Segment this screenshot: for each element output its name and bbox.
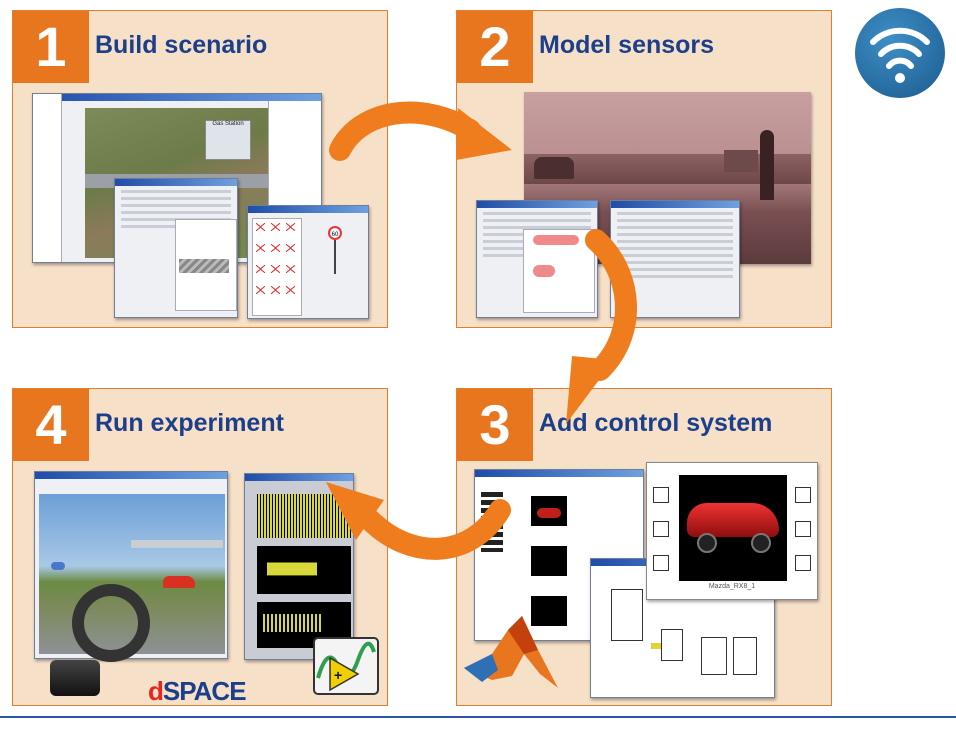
labview-icon: + bbox=[313, 637, 379, 695]
arrow-2-to-3 bbox=[585, 229, 637, 381]
traffic-sign-dialog: 60 bbox=[247, 205, 369, 319]
step-3-number: 3 bbox=[457, 389, 533, 461]
bottom-rule bbox=[0, 716, 956, 718]
pedals-icon bbox=[50, 660, 100, 696]
svg-text:+: + bbox=[334, 667, 342, 683]
step-4-title: Run experiment bbox=[95, 409, 284, 437]
arrow-1-to-2 bbox=[329, 101, 481, 161]
arrow-3-to-4 bbox=[359, 499, 511, 560]
step-1-title: Build scenario bbox=[95, 31, 268, 59]
car-label: Mazda_RX8_1 bbox=[708, 583, 756, 590]
vehicle-model-window: Mazda_RX8_1 bbox=[646, 462, 818, 600]
step-3-title: Add control system bbox=[539, 409, 773, 437]
step-4-number: 4 bbox=[13, 389, 89, 461]
sensor-properties-window bbox=[610, 200, 740, 318]
visualization-viewer-window bbox=[34, 471, 228, 659]
wireless-icon bbox=[855, 8, 945, 98]
scope-window bbox=[244, 473, 354, 660]
matlab-icon bbox=[464, 616, 558, 688]
step-2-number: 2 bbox=[457, 11, 533, 83]
dspace-logo: dSPACE bbox=[148, 676, 247, 706]
sensor-settings-window bbox=[476, 200, 598, 318]
step-1-number: 1 bbox=[13, 11, 89, 83]
step-2-title: Model sensors bbox=[539, 31, 715, 59]
sensor-config-dialog bbox=[114, 178, 238, 318]
gas-station-label: Gas Station bbox=[205, 120, 251, 160]
speed-sign: 60 bbox=[328, 226, 342, 240]
